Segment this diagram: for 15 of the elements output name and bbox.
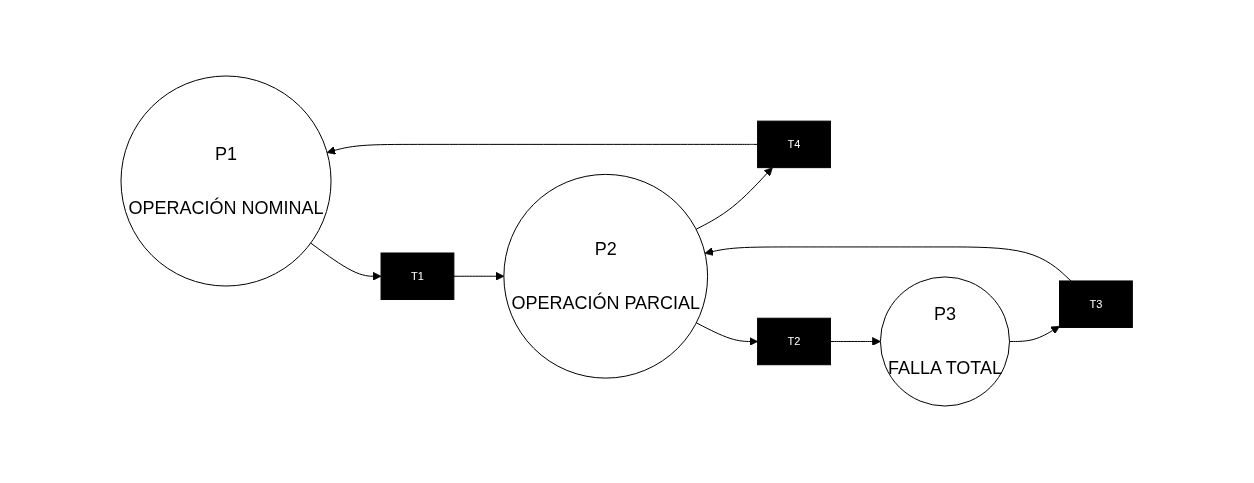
arrow <box>453 272 505 282</box>
arrow <box>310 243 382 282</box>
node-box: T3 <box>1059 280 1134 329</box>
arrow <box>696 322 759 347</box>
arrow <box>830 337 882 347</box>
node-circle: P3 FALLA TOTAL <box>880 276 1011 407</box>
node-box: T1 <box>380 253 455 301</box>
arrow <box>704 246 1072 282</box>
arrow <box>327 144 759 156</box>
node-circle: P1 OPERACIÓN NOMINAL <box>120 76 332 287</box>
node-box: T4 <box>757 121 832 169</box>
node-box: T2 <box>757 318 832 366</box>
node-circle: P2 OPERACIÓN PARCIAL <box>503 174 709 380</box>
arrow <box>695 167 774 231</box>
arrow <box>1009 326 1061 343</box>
